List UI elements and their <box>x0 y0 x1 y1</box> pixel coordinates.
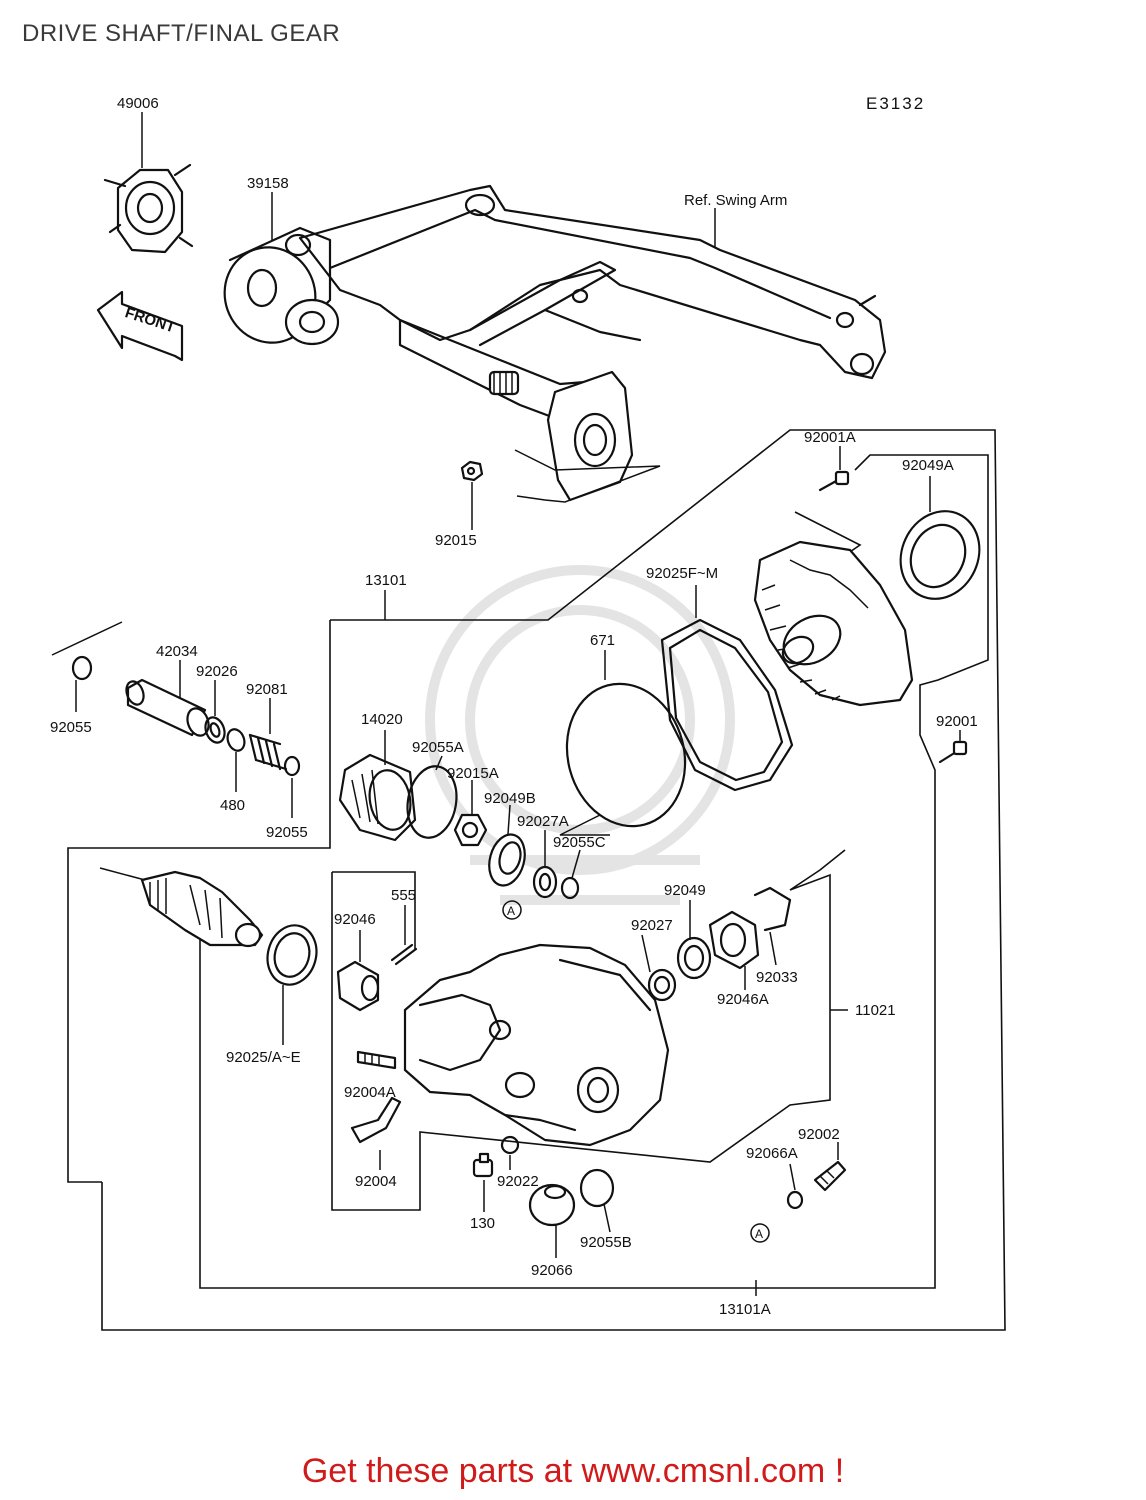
part-92081-spring <box>248 733 288 771</box>
part-92033-circlip <box>753 886 792 932</box>
callout-92025FM: 92025F~M <box>646 565 718 582</box>
svg-text:A: A <box>755 1227 763 1241</box>
part-92027-collar <box>647 968 677 1002</box>
callout-13101: 13101 <box>365 572 407 589</box>
part-92055B-o-ring <box>579 1168 615 1208</box>
callout-92046A: 92046A <box>717 991 769 1008</box>
callout-130: 130 <box>470 1215 495 1232</box>
callout-92027: 92027 <box>631 917 673 934</box>
callout-92027A: 92027A <box>517 813 569 830</box>
part-92049A-seal <box>899 510 981 600</box>
callout-92066: 92066 <box>531 1262 573 1279</box>
callout-92001: 92001 <box>936 713 978 730</box>
part-ring-gear <box>753 540 914 707</box>
frame-13101 <box>101 429 1006 1331</box>
callout-92055B: 92055B <box>580 1234 632 1251</box>
part-92055-o-ring-left <box>71 655 93 681</box>
callout-92055-left: 92055 <box>50 719 92 736</box>
callout-92046: 92046 <box>334 911 376 928</box>
part-92015-nut <box>460 460 484 482</box>
part-92066A-washer <box>786 1190 804 1210</box>
part-92066-plug <box>528 1183 576 1227</box>
frame-13101A <box>199 454 989 1289</box>
part-49006-coupling <box>103 163 194 254</box>
part-92055-o-ring-mid <box>283 755 301 777</box>
part-11021-final-gear-case <box>403 943 670 1147</box>
part-92004A-stud <box>356 1050 397 1070</box>
callout-92066A: 92066A <box>746 1145 798 1162</box>
callout-42034: 42034 <box>156 643 198 660</box>
part-92027A-collar <box>532 865 558 899</box>
callout-13101A: 13101A <box>719 1301 771 1318</box>
svg-text:A: A <box>507 904 515 918</box>
part-555-pin <box>390 943 418 966</box>
frame-11021 <box>331 849 846 1211</box>
part-92001A-bolt <box>818 470 850 492</box>
callout-92049A: 92049A <box>902 457 954 474</box>
callout-92055-mid: 92055 <box>266 824 308 841</box>
callout-555: 555 <box>391 887 416 904</box>
callout-92004A: 92004A <box>344 1084 396 1101</box>
callout-92001A: 92001A <box>804 429 856 446</box>
part-92049-bearing <box>676 936 712 980</box>
callout-92081: 92081 <box>246 681 288 698</box>
callout-480: 480 <box>220 797 245 814</box>
part-130-bolt <box>472 1152 494 1178</box>
flange-leader <box>514 449 661 503</box>
callout-92004: 92004 <box>355 1173 397 1190</box>
callout-92033: 92033 <box>756 969 798 986</box>
part-92004-stud <box>350 1096 402 1144</box>
marker-a-icon: A <box>750 1223 770 1243</box>
diagram-code: E3132 <box>866 94 926 113</box>
part-92015A-nut <box>453 813 488 847</box>
part-480-ring <box>226 728 246 752</box>
swing-arm <box>223 184 887 502</box>
part-92002-stud <box>813 1160 847 1192</box>
part-92055C-o-ring <box>560 876 580 900</box>
part-92026-washer <box>204 716 226 744</box>
part-92049B-bearing <box>488 833 526 887</box>
callout-49006: 49006 <box>117 95 159 112</box>
part-92025AE-shim <box>266 924 318 986</box>
callout-39158: 39158 <box>247 175 289 192</box>
callout-671: 671 <box>590 632 615 649</box>
callout-92015A: 92015A <box>447 765 499 782</box>
frame-inner <box>332 871 416 950</box>
callout-11021: 11021 <box>855 1002 896 1019</box>
frame-13101-left <box>67 620 331 1183</box>
part-671-o-ring <box>565 682 687 828</box>
callout-92055C: 92055C <box>553 834 606 851</box>
part-42034-sleeve <box>125 678 210 737</box>
callout-92055A: 92055A <box>412 739 464 756</box>
watermark-logo <box>425 565 735 905</box>
part-92046-bearing <box>336 960 380 1012</box>
part-92022-washer <box>500 1135 520 1155</box>
callout-92026: 92026 <box>196 663 238 680</box>
callout-92022: 92022 <box>497 1173 539 1190</box>
page-title: DRIVE SHAFT/FINAL GEAR <box>22 20 341 47</box>
callout-92002: 92002 <box>798 1126 840 1143</box>
callout-14020: 14020 <box>361 711 403 728</box>
callout-92049B: 92049B <box>484 790 536 807</box>
parts-shop-link[interactable]: Get these parts at www.cmsnl.com ! <box>301 1452 845 1490</box>
callout-92049: 92049 <box>664 882 706 899</box>
part-92046A-bearing <box>708 910 760 970</box>
front-arrow-icon: FRONT <box>96 290 184 362</box>
callout-92015: 92015 <box>435 532 477 549</box>
callout-92025AE: 92025/A~E <box>226 1049 301 1066</box>
marker-a-icon: A <box>502 900 522 920</box>
part-14020-housing <box>338 753 417 842</box>
part-pinion-gear <box>140 870 264 948</box>
swing-arm-reference: Ref. Swing Arm <box>684 192 787 209</box>
part-92001-bolt <box>938 740 968 764</box>
